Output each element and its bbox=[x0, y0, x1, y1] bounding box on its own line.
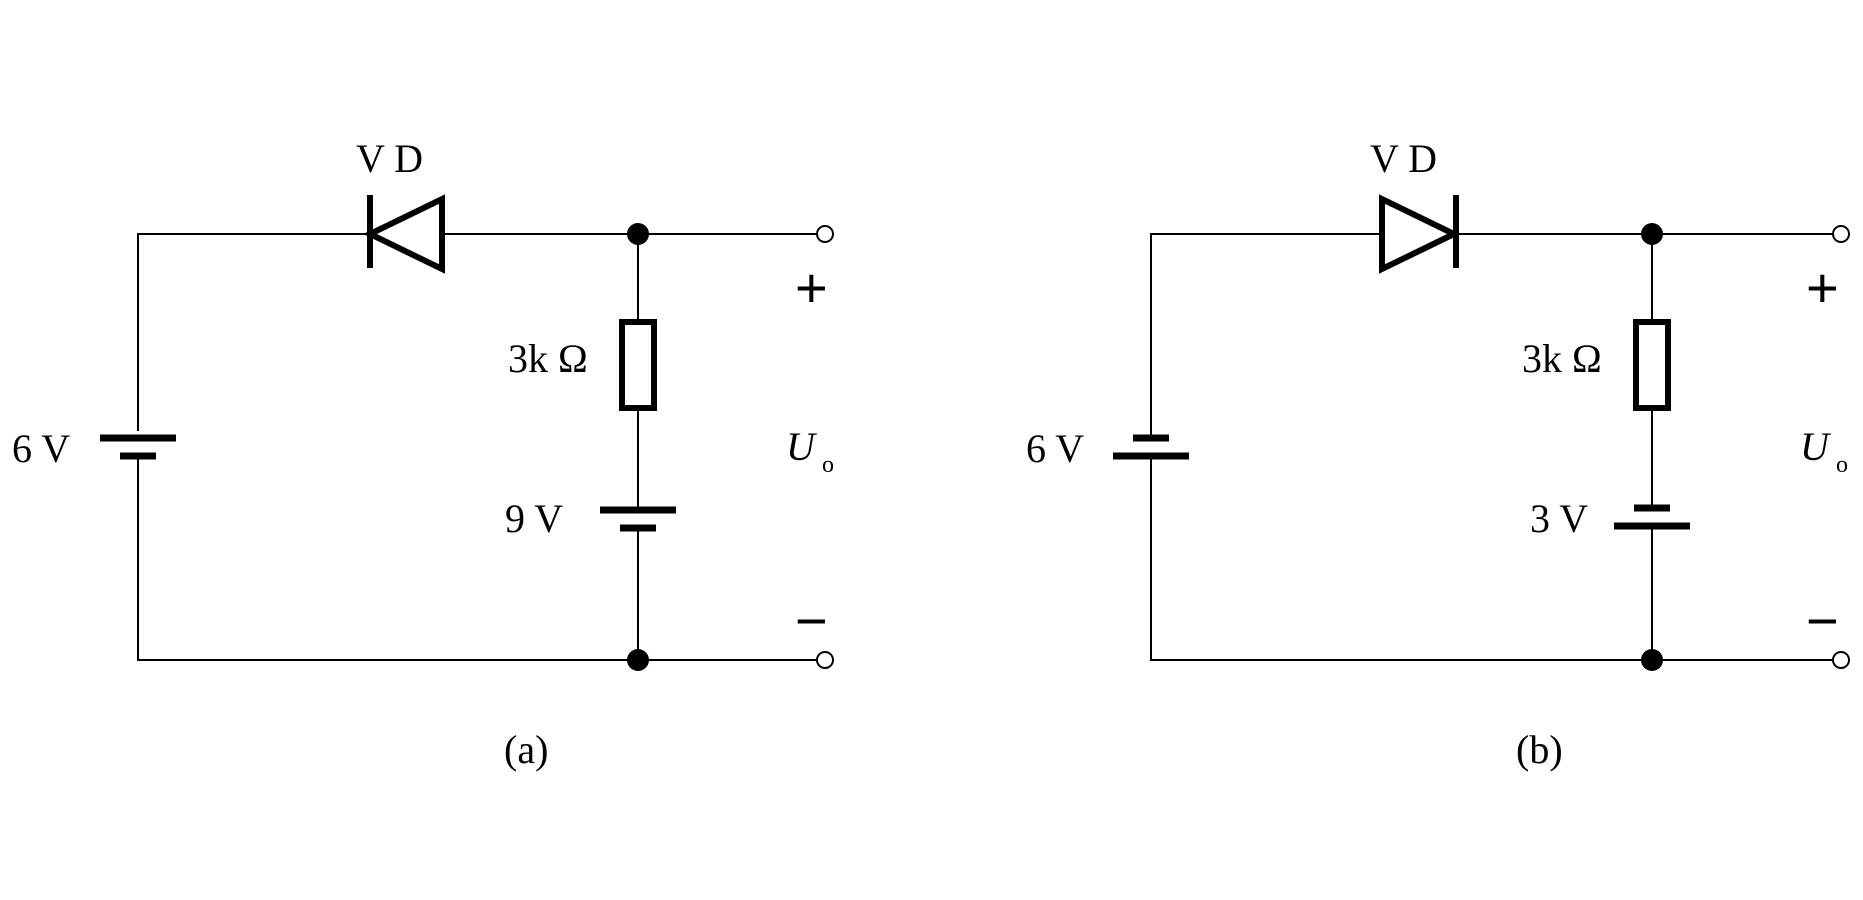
label-b-minus: − bbox=[1806, 589, 1839, 652]
label-a-output-sub: o bbox=[822, 452, 834, 478]
diode-b bbox=[1379, 194, 1461, 274]
battery-b-left bbox=[1113, 434, 1189, 460]
battery-a-left bbox=[100, 434, 176, 460]
label-a-source-right: 9 V bbox=[505, 496, 563, 541]
diode-a bbox=[363, 194, 445, 274]
label-a-resistor: 3k Ω bbox=[508, 336, 588, 381]
wire-b-left-top bbox=[1150, 233, 1382, 438]
wire-a-left-top bbox=[137, 233, 370, 431]
label-b-output-sub: o bbox=[1836, 452, 1848, 478]
terminal-b-plus[interactable] bbox=[1832, 225, 1850, 243]
battery-a-right bbox=[600, 506, 676, 532]
label-a-minus: − bbox=[795, 589, 828, 652]
label-b-resistor: 3k Ω bbox=[1522, 336, 1602, 381]
resistor-b bbox=[1633, 319, 1671, 411]
caption-b: (b) bbox=[1516, 727, 1563, 772]
circuit-b: V D 6 V 3k Ω 3 V + − U o (b) bbox=[1026, 136, 1850, 772]
caption-a: (a) bbox=[504, 727, 548, 772]
label-b-diode: V D bbox=[1370, 136, 1437, 181]
label-a-output: U bbox=[786, 424, 818, 469]
label-b-output: U bbox=[1800, 424, 1832, 469]
node-b-bottom bbox=[1641, 649, 1663, 671]
label-b-source-left: 6 V bbox=[1026, 426, 1084, 471]
terminal-a-minus[interactable] bbox=[816, 651, 834, 669]
wire-a-left-bottom bbox=[137, 458, 818, 661]
node-a-top bbox=[627, 223, 649, 245]
node-b-top bbox=[1641, 223, 1663, 245]
resistor-a bbox=[619, 319, 657, 411]
circuit-a: V D 6 V 3k Ω 9 V + − U o (a) bbox=[12, 136, 834, 772]
label-a-plus: + bbox=[795, 256, 828, 319]
label-b-plus: + bbox=[1806, 256, 1839, 319]
label-a-diode: V D bbox=[356, 136, 423, 181]
node-a-bottom bbox=[627, 649, 649, 671]
label-b-source-right: 3 V bbox=[1530, 496, 1588, 541]
label-a-source-left: 6 V bbox=[12, 426, 70, 471]
battery-b-right bbox=[1614, 504, 1690, 530]
wire-b-left-bottom bbox=[1150, 456, 1834, 661]
terminal-b-minus[interactable] bbox=[1832, 651, 1850, 669]
terminal-a-plus[interactable] bbox=[816, 225, 834, 243]
